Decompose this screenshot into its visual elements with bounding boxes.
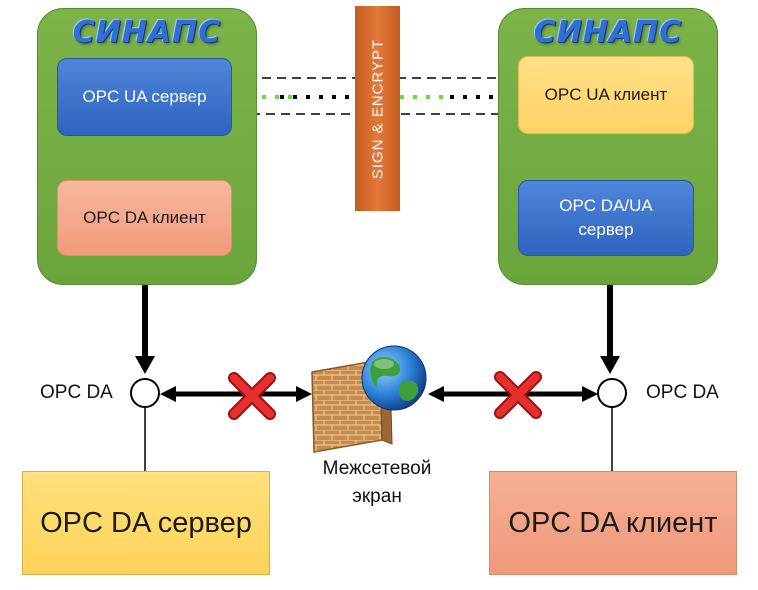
right-da-ua-server-box: OPC DA/UA сервер bbox=[518, 180, 694, 256]
left-sinaps-logo: СИНАПС bbox=[72, 15, 222, 50]
left-ua-server-box: OPC UA сервер bbox=[57, 58, 232, 136]
blocked-cross-icon-left bbox=[228, 372, 276, 420]
left-da-client-box: OPC DA клиент bbox=[57, 180, 232, 256]
left-opc-da-label: OPC DA bbox=[40, 382, 113, 403]
sign-encrypt-label: SIGN & ENCRYPT bbox=[369, 38, 386, 179]
right-opc-da-label: OPC DA bbox=[646, 382, 719, 403]
firewall-label: Межсетевой экран bbox=[322, 458, 432, 507]
right-opc-da-endpoint bbox=[597, 378, 627, 408]
left-opc-da-endpoint bbox=[130, 378, 160, 408]
blocked-cross-icon-right bbox=[494, 371, 542, 419]
left-horizontal-thick-arrow bbox=[160, 386, 312, 402]
globe-icon bbox=[361, 345, 427, 411]
bottom-opc-da-server-box: OPC DA сервер bbox=[22, 471, 270, 575]
right-sinaps-logo: СИНАПС bbox=[533, 15, 683, 50]
sign-encrypt-bar: SIGN & ENCRYPT bbox=[355, 6, 400, 211]
bottom-opc-da-client-box: OPC DA клиент bbox=[489, 471, 737, 575]
right-ua-client-box: OPC UA клиент bbox=[518, 56, 694, 134]
